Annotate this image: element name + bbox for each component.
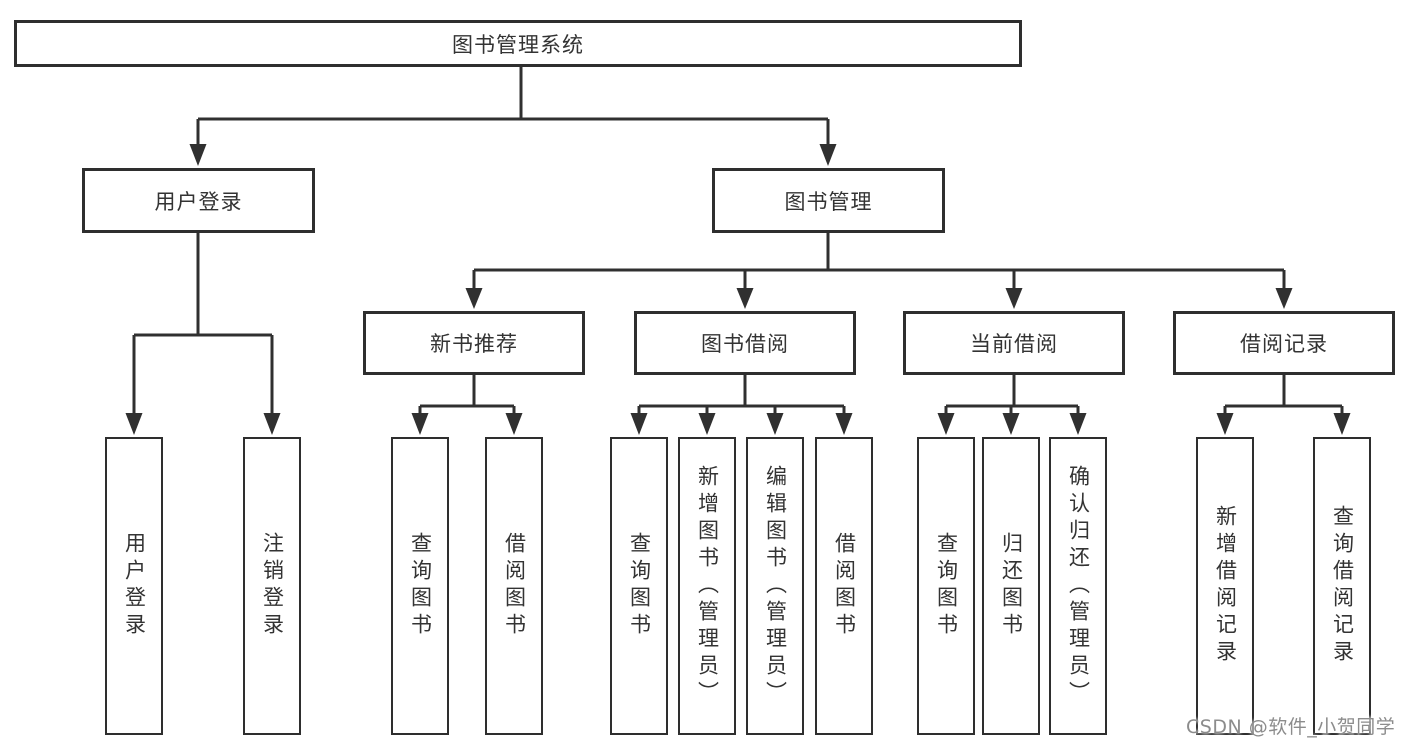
leaf-query-borrow-record: 查询借阅记录 [1313, 437, 1371, 735]
leaf-label: 用户登录 [122, 532, 147, 640]
leaf-borrow-books-recommend: 借阅图书 [485, 437, 543, 735]
leaf-label: 归还图书 [999, 532, 1024, 640]
leaf-query-books-borrow: 查询图书 [610, 437, 668, 735]
node-book-management: 图书管理 [712, 168, 945, 233]
leaf-label: 查询借阅记录 [1330, 505, 1355, 667]
leaf-borrow-books: 借阅图书 [815, 437, 873, 735]
leaf-query-books-current: 查询图书 [917, 437, 975, 735]
leaf-label: 借阅图书 [502, 532, 527, 640]
leaf-return-book: 归还图书 [982, 437, 1040, 735]
leaf-logout: 注销登录 [243, 437, 301, 735]
watermark: CSDN @软件_小贺同学 [1186, 716, 1396, 738]
leaf-user-login: 用户登录 [105, 437, 163, 735]
leaf-label: 确认归还（管理员） [1066, 464, 1091, 708]
node-current-borrow: 当前借阅 [903, 311, 1125, 375]
leaf-label: 新增图书（管理员） [695, 464, 720, 708]
leaf-confirm-return-admin: 确认归还（管理员） [1049, 437, 1107, 735]
node-user-login: 用户登录 [82, 168, 315, 233]
node-book-borrow: 图书借阅 [634, 311, 856, 375]
leaf-label: 借阅图书 [832, 532, 857, 640]
leaf-add-borrow-record: 新增借阅记录 [1196, 437, 1254, 735]
leaf-label: 注销登录 [260, 532, 285, 640]
leaf-label: 查询图书 [934, 532, 959, 640]
leaf-add-book-admin: 新增图书（管理员） [678, 437, 736, 735]
node-borrow-records: 借阅记录 [1173, 311, 1395, 375]
leaf-label: 编辑图书（管理员） [763, 464, 788, 708]
leaf-label: 新增借阅记录 [1213, 505, 1238, 667]
leaf-query-books-recommend: 查询图书 [391, 437, 449, 735]
leaf-label: 查询图书 [627, 532, 652, 640]
node-root-system: 图书管理系统 [14, 20, 1022, 67]
leaf-label: 查询图书 [408, 532, 433, 640]
leaf-edit-book-admin: 编辑图书（管理员） [746, 437, 804, 735]
arrowhead-icons [125, 144, 1351, 435]
node-new-book-recommend: 新书推荐 [363, 311, 585, 375]
